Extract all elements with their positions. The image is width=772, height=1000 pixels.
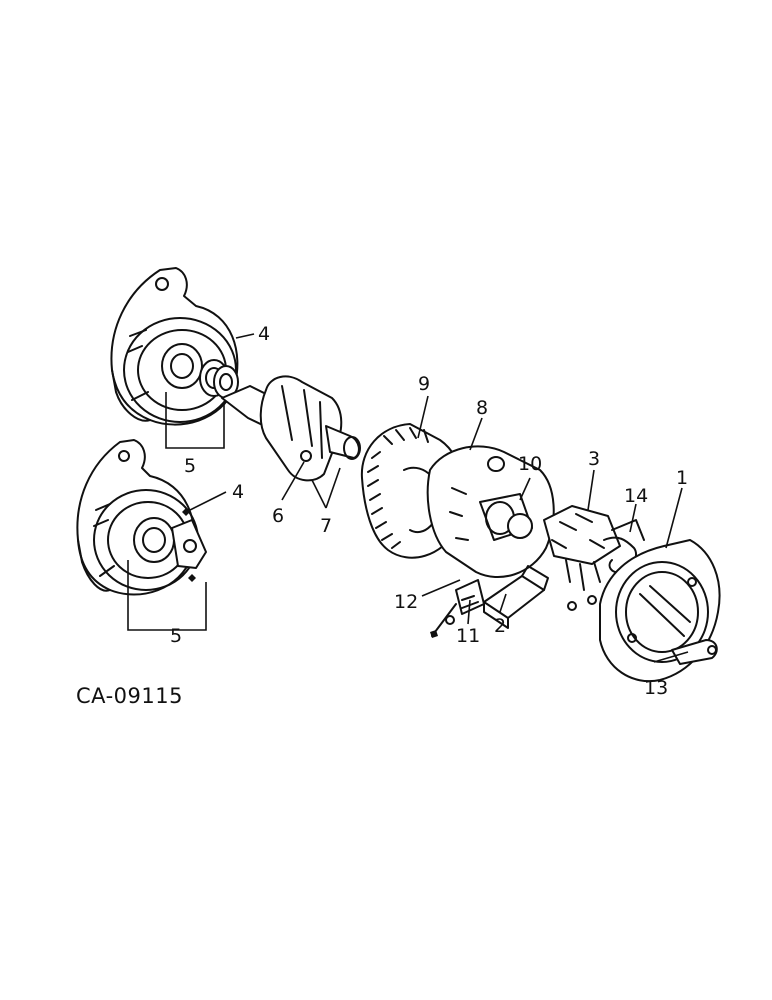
rectifier-assembly	[543, 505, 621, 611]
figure-id: CA-09115	[76, 684, 183, 708]
callout-2: 2	[494, 615, 506, 637]
callout-3: 3	[588, 448, 600, 470]
callout-5-upper: 5	[184, 455, 196, 477]
callout-13: 13	[644, 677, 668, 699]
diode-capacitor	[479, 493, 533, 541]
callout-4-lower: 4	[232, 481, 244, 503]
callout-12: 12	[394, 591, 418, 613]
callout-4-upper: 4	[258, 323, 270, 345]
callout-1: 1	[676, 467, 688, 489]
callout-10: 10	[518, 453, 542, 475]
terminal-bolt	[671, 639, 718, 665]
drive-end-housing-lower	[76, 439, 199, 596]
voltage-regulator	[483, 565, 549, 629]
callout-9: 9	[418, 373, 430, 395]
callout-6: 6	[272, 505, 284, 527]
callout-14: 14	[624, 485, 648, 507]
bearing-assembly-upper	[161, 343, 239, 399]
callout-11: 11	[456, 625, 480, 647]
callout-7: 7	[320, 515, 332, 537]
callout-5-lower: 5	[170, 625, 182, 647]
leader-lines	[127, 333, 689, 663]
brush-holder	[430, 579, 485, 638]
rotor	[221, 375, 361, 482]
callout-8: 8	[476, 397, 488, 419]
bearing-assembly-lower	[133, 508, 207, 582]
